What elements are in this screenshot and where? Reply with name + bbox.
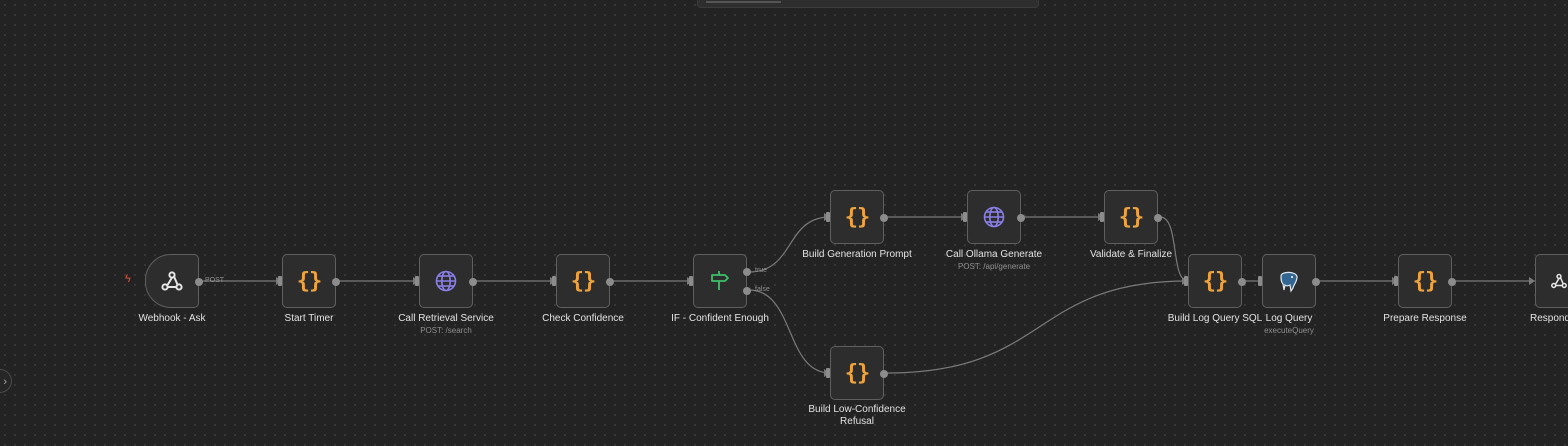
output-port[interactable] — [469, 278, 477, 286]
input-port[interactable] — [963, 212, 967, 222]
input-port[interactable] — [1100, 212, 1104, 222]
node-label-webhook: Webhook - Ask — [138, 313, 206, 324]
node-build-low-confidence[interactable]: {} — [826, 346, 888, 400]
code-icon: {} — [1412, 268, 1438, 294]
node-if-confident[interactable] — [689, 254, 751, 308]
input-port[interactable] — [415, 276, 419, 286]
node-label-build-log-sql: Build Log Query SQL — [1167, 313, 1263, 324]
node-label-start-timer: Start Timer — [284, 313, 334, 324]
node-label-if-confident: IF - Confident Enough — [671, 313, 769, 324]
code-icon: {} — [1118, 204, 1144, 230]
trigger-bolt-icon: ϟ — [125, 273, 131, 285]
postgres-elephant-icon — [1280, 271, 1298, 293]
output-port[interactable] — [1448, 278, 1456, 286]
input-port[interactable] — [1394, 276, 1398, 286]
webhook-icon — [161, 271, 183, 291]
node-call-ollama[interactable] — [963, 190, 1025, 244]
input-port[interactable] — [278, 276, 282, 286]
edge-lowconf-logsql — [885, 280, 1189, 374]
edge-label-post: POST — [205, 277, 225, 284]
node-sublabel-call-ollama: POST: /api/generate — [957, 262, 1031, 271]
node-call-retrieval[interactable] — [415, 254, 477, 308]
output-port[interactable] — [880, 370, 888, 378]
node-build-log-sql[interactable]: {} — [1184, 254, 1246, 308]
input-port[interactable] — [826, 212, 830, 222]
edge-if-true-build — [748, 216, 831, 273]
code-icon: {} — [844, 360, 870, 386]
node-label-call-retrieval: Call Retrieval Service — [398, 313, 494, 324]
code-icon: {} — [844, 204, 870, 230]
node-start-timer[interactable]: {} — [278, 254, 340, 308]
input-port[interactable] — [1184, 276, 1188, 286]
code-icon: {} — [570, 268, 596, 294]
node-label-log-query: Log Query — [1265, 313, 1313, 324]
output-port[interactable] — [1017, 214, 1025, 222]
output-port[interactable] — [1312, 278, 1320, 286]
node-check-confidence[interactable]: {} — [552, 254, 614, 308]
node-label-respond: Respond — [1530, 313, 1568, 324]
input-port[interactable] — [552, 276, 556, 286]
node-sublabel-log-query: executeQuery — [1264, 326, 1314, 335]
node-prepare-response[interactable]: {} — [1394, 254, 1456, 308]
node-webhook-ask[interactable] — [145, 254, 203, 308]
globe-icon — [983, 206, 1005, 228]
globe-icon — [435, 270, 457, 292]
node-build-generation[interactable]: {} — [826, 190, 888, 244]
input-port[interactable] — [1258, 276, 1262, 286]
output-port[interactable] — [1154, 214, 1162, 222]
output-port[interactable] — [880, 214, 888, 222]
input-port[interactable] — [826, 368, 830, 378]
node-label-validate: Validate & Finalize — [1089, 249, 1173, 260]
node-label-build-low-confidence: Build Low-Confidence Refusal — [808, 404, 906, 427]
code-icon: {} — [1202, 268, 1228, 294]
node-validate-finalize[interactable]: {} — [1100, 190, 1162, 244]
edge-label-false: false — [755, 286, 770, 293]
node-respond[interactable] — [1535, 254, 1568, 308]
output-port[interactable] — [606, 278, 614, 286]
toolbar-tab[interactable] — [706, 1, 781, 3]
edge-if-false-lowconf — [748, 289, 831, 374]
node-label-check-confidence: Check Confidence — [542, 313, 624, 324]
node-label-prepare-response: Prepare Response — [1383, 313, 1467, 324]
output-port[interactable] — [1238, 278, 1246, 286]
edge-label-true: true — [755, 267, 768, 274]
node-label-build-generation: Build Generation Prompt — [802, 249, 912, 260]
input-port[interactable] — [689, 276, 693, 286]
output-port-true[interactable] — [743, 268, 751, 276]
output-port[interactable] — [195, 278, 203, 286]
node-label-call-ollama: Call Ollama Generate — [945, 249, 1043, 260]
top-toolbar — [697, 0, 1039, 8]
output-port-false[interactable] — [743, 287, 751, 295]
code-icon: {} — [296, 268, 322, 294]
webhook-icon — [1551, 273, 1567, 289]
node-sublabel-call-retrieval: POST: /search — [420, 326, 472, 335]
node-log-query[interactable] — [1258, 254, 1320, 308]
output-port[interactable] — [332, 278, 340, 286]
signpost-icon — [711, 271, 729, 290]
